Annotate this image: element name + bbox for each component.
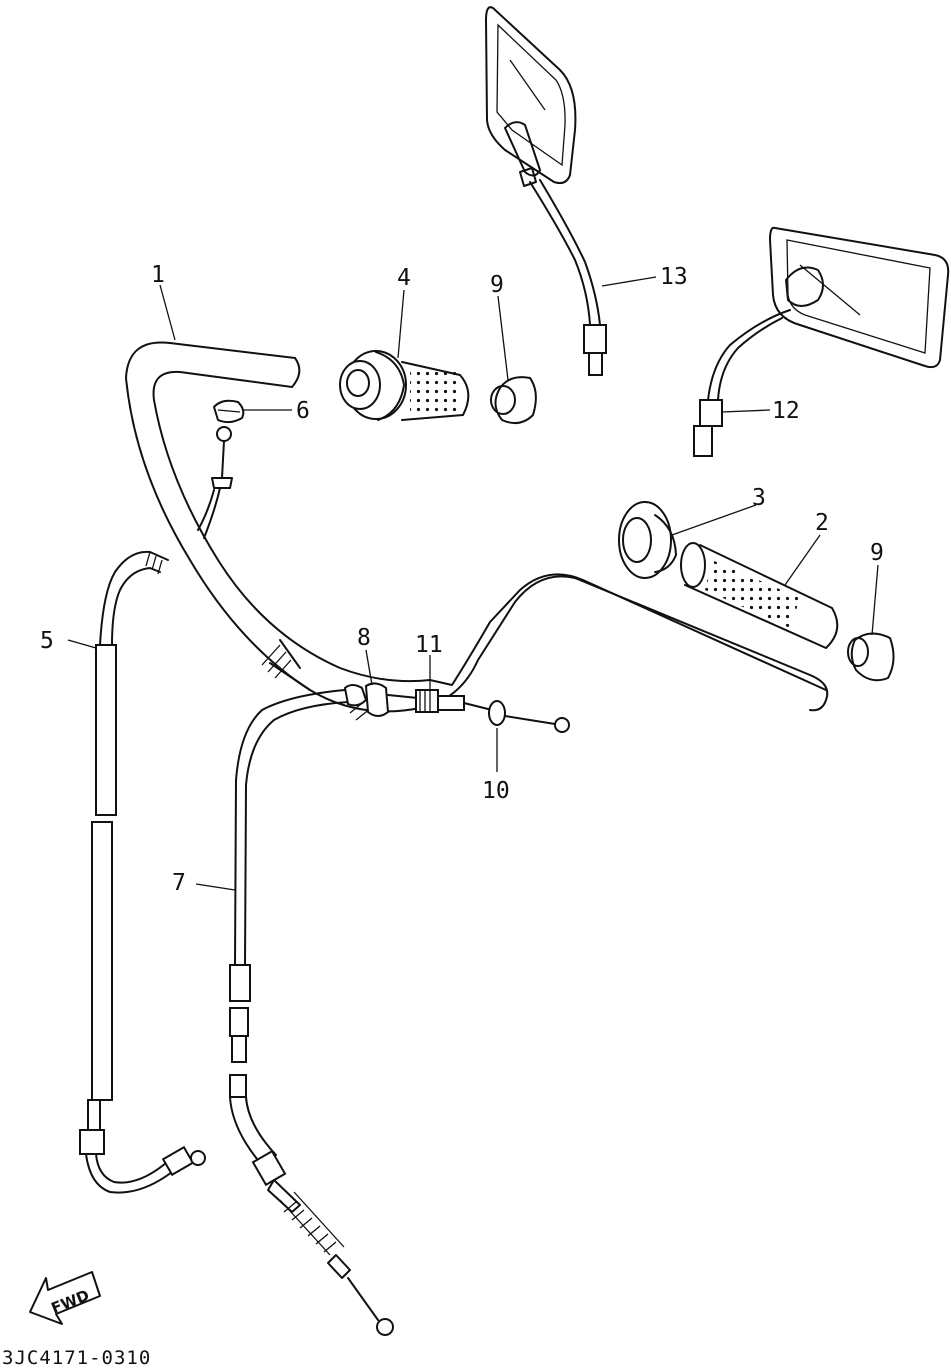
grip-2 [680,542,839,649]
callout-2: 2 [815,510,829,536]
leader-lines [67,276,879,891]
callout-10: 10 [482,778,510,804]
callout-6: 6 [296,398,310,424]
callout-12: 12 [772,398,800,424]
throttle-grip [339,350,470,421]
callout-7: 7 [172,870,186,896]
throttle-cable [229,689,394,1336]
callout-11: 11 [415,632,443,658]
cable-fittings [343,682,570,733]
callout-3: 3 [752,485,766,511]
diagram-code: 3JC4171-0310 [2,1347,151,1369]
screw-6 [213,399,245,424]
mirror-left [485,6,607,376]
mirror-right [693,226,950,457]
grip-end-right [847,632,895,682]
callouts: 1 2 3 4 5 6 7 8 9 9 10 11 12 13 [40,262,884,896]
callout-13: 13 [660,264,688,290]
callout-8: 8 [357,625,371,651]
callout-9-right: 9 [870,540,884,566]
callout-4: 4 [397,265,411,291]
grip-end-upper [490,376,537,425]
handlebar [125,341,829,721]
callout-5: 5 [40,628,54,654]
fwd-arrow-icon: FWD [29,1271,101,1325]
callout-1: 1 [151,262,165,288]
callout-9-upper: 9 [490,272,504,298]
grip-collar-3 [618,501,677,579]
fwd-label: FWD [49,1286,92,1317]
clutch-cable [79,426,233,1194]
